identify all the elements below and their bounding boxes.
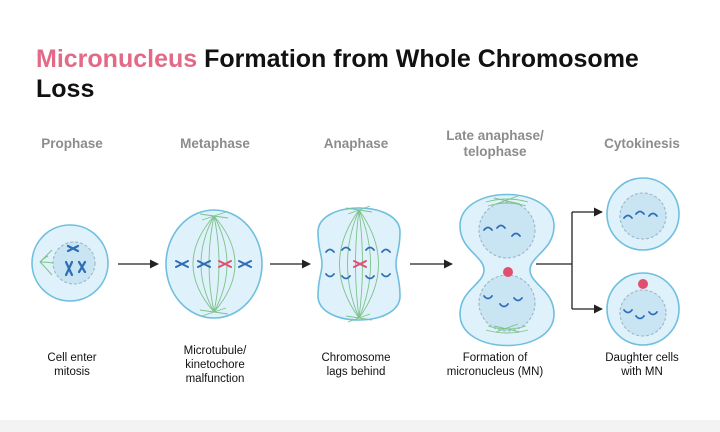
stage-label-late-anaphase-telophase: Late anaphase/ telophase [446,128,544,159]
telophase-spindle-remnants [485,195,529,334]
daughter-top-nucleus [619,192,667,240]
prophase-centrosome-left [39,249,54,276]
telophase-cell [459,193,555,347]
caption-anaphase: Chromosome lags behind [321,352,391,378]
anaphase-chromosomes-top [325,246,391,253]
anaphase-spindle [339,205,379,323]
daughter-micronucleus [638,279,648,289]
arrow-telophase-to-cytokinesis [536,207,603,314]
lagging-chromosome [353,260,367,268]
title-rest: Formation from Whole Chromosome Loss [36,45,639,103]
micronucleus [503,267,513,277]
metaphase-chromosomes [175,260,252,268]
diagram-title: Micronucleus Formation from Whole Chromo… [36,44,696,104]
daughter-bottom-nucleus [619,289,667,337]
telophase-bottom-nucleus [478,274,536,332]
caption-prophase: Cell enter mitosis [47,352,97,378]
stage-label-prophase: Prophase [41,136,103,151]
anaphase-chromosomes-bottom [325,273,391,280]
stage-label-anaphase: Anaphase [323,136,389,151]
daughter-cell-top [606,177,680,251]
footer-band [0,420,720,432]
title-highlight: Micronucleus [36,45,198,73]
prophase-cell [31,224,109,302]
caption-telophase: Formation of micronucleus (MN) [446,352,544,378]
stage-label-metaphase: Metaphase [180,136,250,151]
prophase-chromosomes [64,244,87,277]
telophase-top-nucleus [478,201,536,259]
anaphase-cell [317,205,401,323]
daughter-cell-bottom [606,272,680,346]
caption-metaphase: Microtubule/ kinetochore malfunction [183,345,247,385]
caption-cytokinesis: Daughter cells with MN [605,352,679,378]
metaphase-cell [165,209,263,319]
telophase-chromosomes [483,224,523,308]
stage-label-cytokinesis: Cytokinesis [604,136,680,151]
